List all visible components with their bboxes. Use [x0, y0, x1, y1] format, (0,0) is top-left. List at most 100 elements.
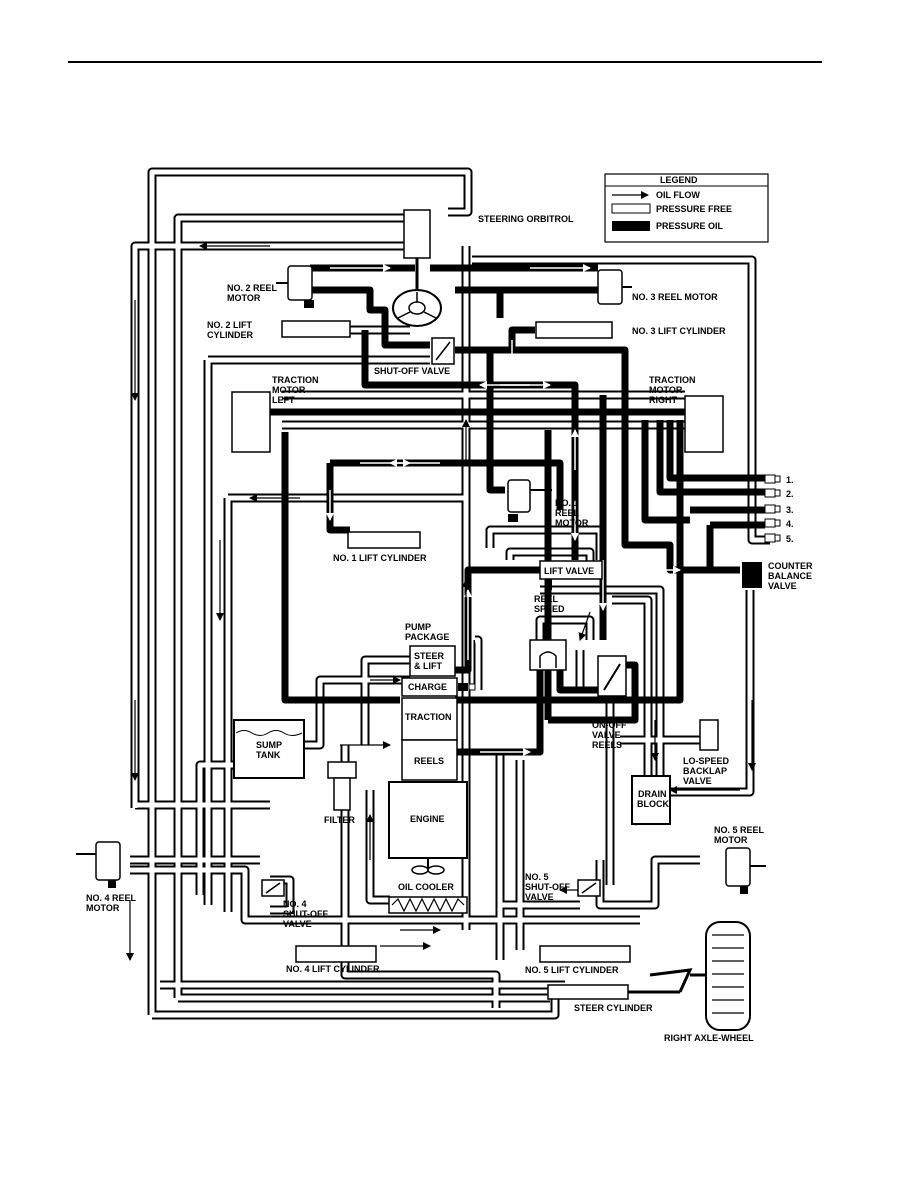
no1-lift-cylinder: [347, 531, 421, 549]
right-axle-wheel: [690, 921, 751, 1031]
legend-pressure-free: PRESSURE FREE: [656, 204, 732, 214]
label-pump-package: PUMP: [405, 622, 431, 632]
label-traction-right: TRACTION: [649, 375, 696, 385]
no5-lift-cylinder: [539, 945, 631, 963]
label-no4-shutoff-2: SHUT-OFF: [283, 909, 328, 919]
label-sump-tank: SUMP: [256, 740, 282, 750]
label-filter: FILTER: [324, 815, 355, 825]
label-counter-balance-3: VALVE: [768, 581, 797, 591]
label-no4-reel-motor: NO. 4 REEL: [86, 893, 137, 903]
label-traction: TRACTION: [405, 712, 452, 722]
legend: LEGEND OIL FLOW PRESSURE FREE PRESSURE O…: [604, 173, 769, 243]
label-right-axle-wheel: RIGHT AXLE-WHEEL: [664, 1033, 754, 1043]
label-lospeed-2: BACKLAP: [683, 766, 727, 776]
label-sump-tank-2: TANK: [256, 750, 281, 760]
legend-pressure-oil: PRESSURE OIL: [656, 221, 724, 231]
lift-valve: LIFT VALVE: [539, 560, 603, 590]
label-steer-cylinder: STEER CYLINDER: [574, 1003, 653, 1013]
label-port-3: 3.: [786, 505, 794, 515]
label-no5-reel-motor: NO. 5 REEL: [714, 825, 765, 835]
label-no3-lift-cyl: NO. 3 LIFT CYLINDER: [632, 326, 726, 336]
label-traction-left: TRACTION: [272, 375, 319, 385]
counter-balance-valve: [742, 562, 762, 588]
traction-motor-right: [684, 395, 724, 453]
label-shutoff-valve: SHUT-OFF VALVE: [374, 366, 450, 376]
no5-reel-motor: [725, 847, 766, 894]
label-port-1: 1.: [786, 475, 794, 485]
label-onoff-valve: ON-OFF: [592, 720, 627, 730]
label-steer-lift: STEER: [414, 651, 445, 661]
label-counter-balance: COUNTER: [768, 561, 813, 571]
label-no4-reel-motor-2: MOTOR: [86, 903, 120, 913]
label-pump-package-2: PACKAGE: [405, 632, 449, 642]
label-drain-block-2: BLOCK: [637, 799, 669, 809]
label-steer-lift-2: & LIFT: [414, 661, 442, 671]
label-no4-shutoff: NO. 4: [283, 899, 307, 909]
no3-lift-cylinder: [535, 321, 613, 339]
label-no5-shutoff: NO. 5: [525, 872, 549, 882]
steering-orbitrol: [392, 209, 442, 327]
label-port-5: 5.: [786, 534, 794, 544]
legend-oil-flow: OIL FLOW: [656, 190, 700, 200]
label-onoff-valve-2: VALVE: [592, 730, 621, 740]
label-port-4: 4.: [786, 519, 794, 529]
traction-motor-left: [231, 391, 271, 453]
label-no5-reel-motor-2: MOTOR: [714, 835, 748, 845]
lospeed-backlap-valve: [699, 719, 719, 751]
reel-speed-valve: [529, 639, 567, 671]
label-steering-orbitrol: STEERING ORBITROL: [478, 214, 574, 224]
label-port-2: 2.: [786, 489, 794, 499]
pump-package: [401, 645, 476, 781]
label-no1-reel-motor: NO. 1: [555, 498, 579, 508]
label-lospeed-3: VALVE: [683, 776, 712, 786]
label-no5-shutoff-2: SHUT-OFF: [525, 882, 570, 892]
label-no1-reel-motor-3: MOTOR: [555, 518, 589, 528]
engine: [388, 781, 468, 875]
label-drain-block: DRAIN: [638, 789, 667, 799]
label-no1-reel-motor-2: REEL: [555, 508, 580, 518]
pressure-free-lines: [130, 167, 770, 1020]
shutoff-valve: [431, 337, 455, 365]
label-reels: REELS: [414, 756, 444, 766]
label-onoff-valve-3: REELS: [592, 740, 622, 750]
label-traction-right-3: RIGHT: [649, 395, 678, 405]
no1-reel-motor: [507, 479, 552, 522]
label-traction-left-3: LEFT: [272, 395, 295, 405]
label-charge: CHARGE: [408, 682, 447, 692]
label-counter-balance-2: BALANCE: [768, 571, 812, 581]
label-reel-speed-2: SPEED: [534, 604, 565, 614]
label-no2-lift-cyl-2: CYLINDER: [207, 330, 254, 340]
flow-arrows-pressure: [326, 264, 681, 756]
label-no4-shutoff-3: VALVE: [283, 919, 312, 929]
no5-shutoff-valve: [577, 879, 601, 897]
sump-tank: [233, 719, 305, 779]
label-no5-shutoff-3: VALVE: [525, 892, 554, 902]
onoff-valve-reels: [597, 655, 627, 697]
steer-cylinder: [547, 968, 693, 1000]
label-oil-cooler: OIL COOLER: [398, 882, 454, 892]
label-engine: ENGINE: [410, 814, 445, 824]
oil-cooler: [388, 896, 468, 914]
drain-block: [631, 775, 671, 825]
label-no2-reel-motor: NO. 2 REEL: [227, 283, 278, 293]
port-fittings: [764, 474, 781, 543]
legend-title: LEGEND: [660, 175, 698, 185]
label-lospeed: LO-SPEED: [683, 756, 730, 766]
label-no5-lift-cyl: NO. 5 LIFT CYLINDER: [525, 965, 619, 975]
no4-reel-motor: [76, 841, 121, 888]
label-no2-lift-cyl: NO. 2 LIFT: [207, 320, 253, 330]
label-reel-speed: REEL: [534, 594, 559, 604]
no3-reel-motor: [597, 269, 632, 305]
no2-lift-cylinder: [281, 320, 351, 338]
no4-shutoff-valve: [261, 879, 285, 897]
no4-lift-cylinder: [295, 945, 377, 963]
filter: [327, 761, 357, 811]
label-no3-reel-motor: NO. 3 REEL MOTOR: [632, 292, 718, 302]
label-no1-lift-cyl: NO. 1 LIFT CYLINDER: [333, 553, 427, 563]
label-no2-reel-motor-2: MOTOR: [227, 293, 261, 303]
label-traction-right-2: MOTOR: [649, 385, 683, 395]
no2-reel-motor: [276, 265, 314, 308]
label-lift-valve: LIFT VALVE: [544, 566, 594, 576]
label-no4-lift-cyl: NO. 4 LIFT CYLINDER: [286, 964, 380, 974]
